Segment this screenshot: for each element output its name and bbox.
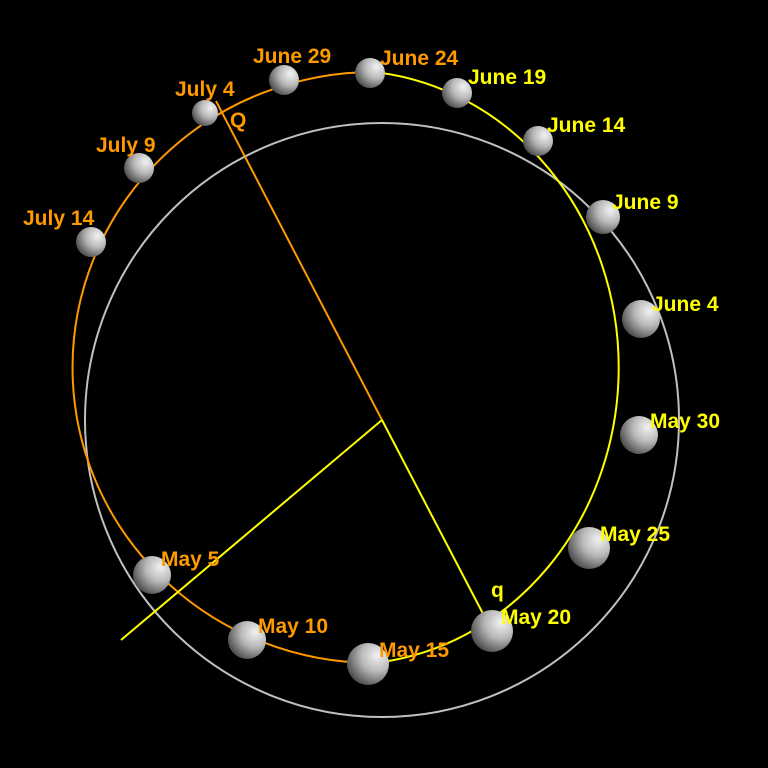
date-label-may-10: May 10 (258, 615, 328, 638)
date-label-june-19: June 19 (468, 66, 546, 89)
moon-marker-may-30 (620, 416, 658, 454)
moon-marker-june-14 (523, 126, 553, 156)
point-label-Q: Q (230, 109, 246, 132)
orbit-arc-orange (71, 71, 375, 664)
date-label-may-20: May 20 (501, 606, 571, 629)
point-label-q: q (491, 579, 504, 602)
moon-marker-july-9 (124, 153, 154, 183)
radius-line-to-Q (215, 100, 383, 421)
moon-marker-june-24 (355, 58, 385, 88)
reference-circle (84, 122, 680, 718)
date-label-july-14: July 14 (23, 207, 95, 230)
moon-marker-july-14 (76, 227, 106, 257)
moon-marker-june-19 (442, 78, 472, 108)
moon-marker-may-25 (568, 527, 610, 569)
date-label-may-30: May 30 (650, 410, 720, 433)
moon-marker-july-4 (192, 100, 218, 126)
moon-marker-may-10 (228, 621, 266, 659)
moon-marker-may-15 (347, 643, 389, 685)
date-label-june-14: June 14 (547, 114, 626, 137)
moon-marker-june-4 (622, 300, 660, 338)
date-label-june-9: June 9 (612, 191, 679, 214)
moon-marker-may-5 (133, 556, 171, 594)
date-label-june-24: June 24 (380, 47, 459, 70)
radius-line-lower-left (120, 419, 383, 641)
date-label-may-5: May 5 (161, 548, 220, 571)
date-label-june-4: June 4 (652, 293, 719, 316)
orbit-arc-yellow (373, 71, 620, 664)
moon-marker-may-20 (471, 610, 513, 652)
date-label-may-25: May 25 (600, 523, 670, 546)
moon-marker-june-29 (269, 65, 299, 95)
moon-marker-june-9 (586, 200, 620, 234)
date-label-june-29: June 29 (253, 45, 331, 68)
date-label-may-15: May 15 (379, 639, 449, 662)
radius-line-to-q (381, 419, 493, 632)
date-label-july-9: July 9 (96, 134, 156, 157)
date-label-july-4: July 4 (175, 78, 235, 101)
